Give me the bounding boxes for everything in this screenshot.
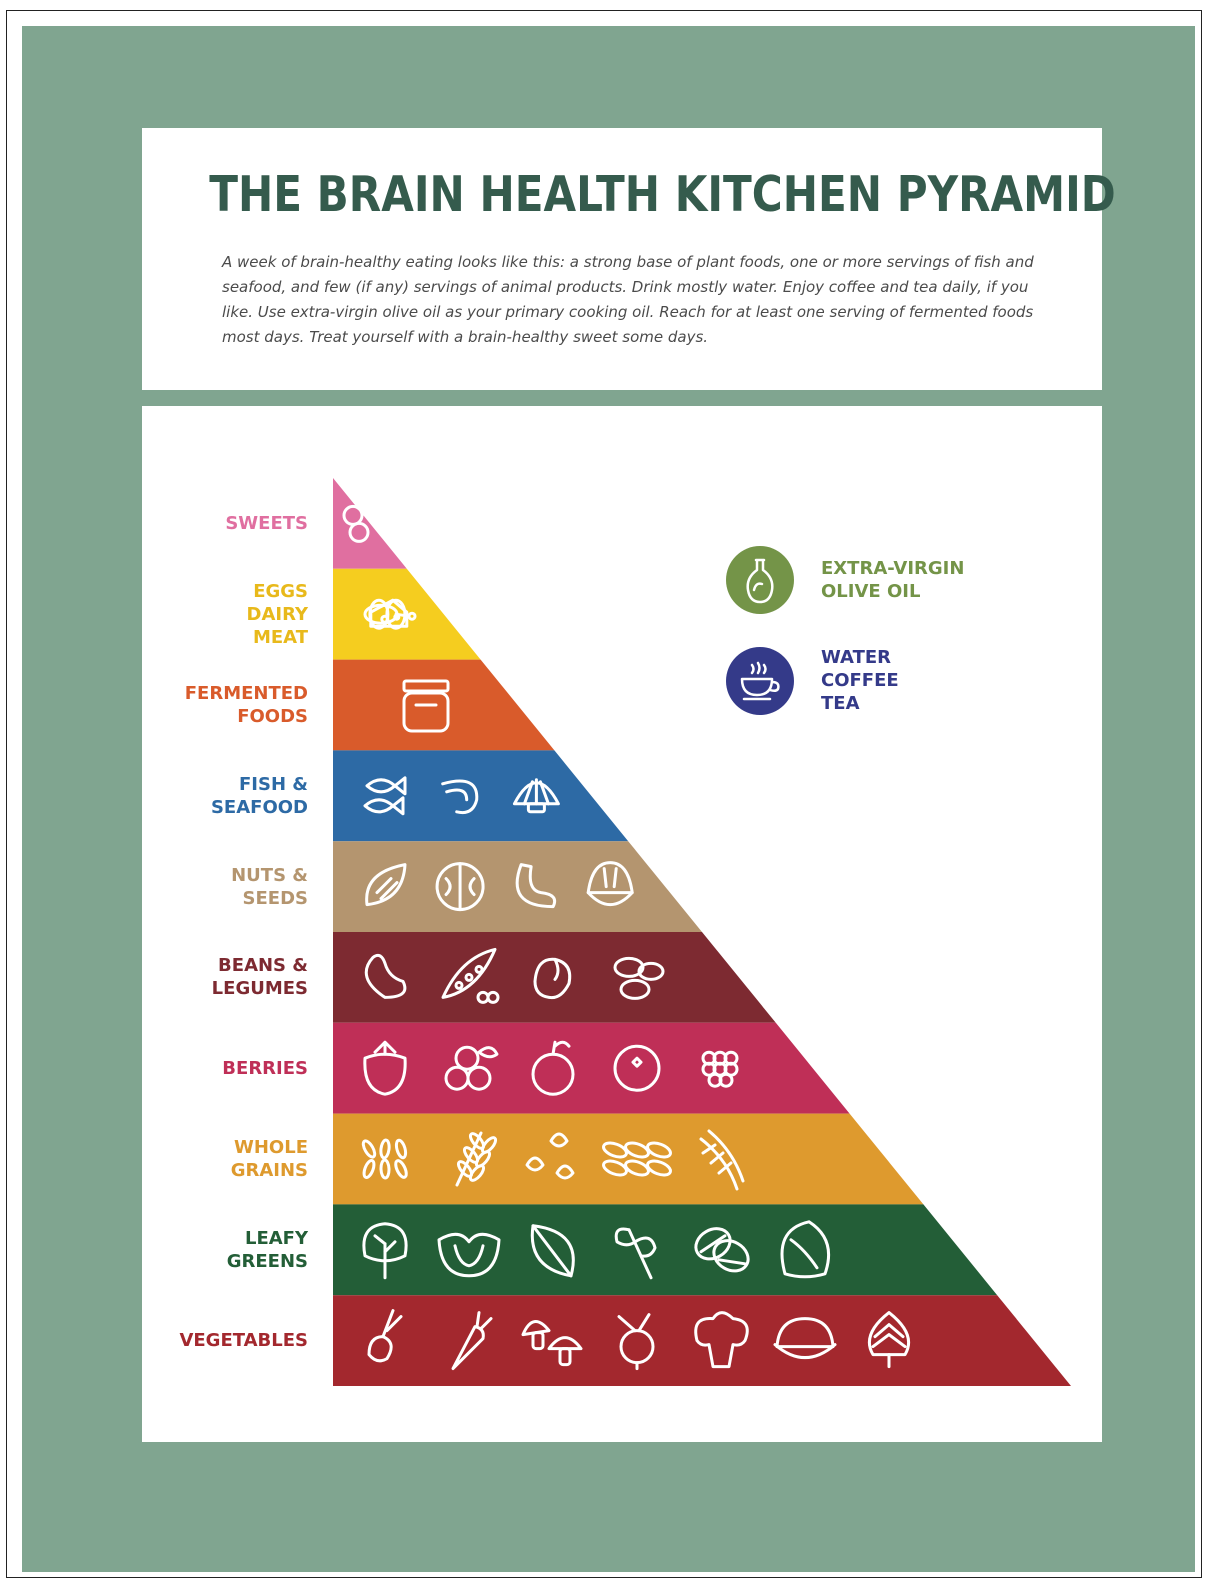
- carrot-icon: [451, 1311, 493, 1371]
- tier-label: SWEETS: [225, 512, 308, 534]
- tier-band: [333, 1113, 924, 1205]
- legend-label: EXTRA-VIRGIN OLIVE OIL: [821, 558, 965, 602]
- oats-icon: [602, 1141, 672, 1177]
- rice-icon: [361, 1138, 408, 1180]
- tier-label: BEANS & LEGUMES: [211, 955, 308, 1000]
- tier-label: LEAFY GREENS: [226, 1227, 308, 1272]
- mushrooms-icon: [521, 1320, 583, 1367]
- wheat-sprig-icon: [455, 1131, 498, 1187]
- shell-icon: [512, 778, 560, 814]
- raspberry-icon: [701, 1050, 739, 1088]
- tier-whole-grains: [333, 1113, 924, 1205]
- wheat-ears-icon: [699, 1129, 745, 1191]
- tier-band: [333, 478, 407, 569]
- radish-icon: [367, 1309, 403, 1363]
- intro-text: A week of brain-healthy eating looks lik…: [222, 253, 1034, 346]
- tier-vegetables: [333, 1295, 1071, 1386]
- page-title: THE BRAIN HEALTH KITCHEN PYRAMID: [209, 166, 1116, 223]
- olive-oil-bottle-icon: [726, 546, 794, 614]
- tier-label: EGGS DAIRY MEAT: [246, 580, 308, 648]
- blueberry-icon: [613, 1044, 661, 1092]
- pyramid-panel: SWEETS EGGS DAIRY MEAT FERMENTED FOODS FISH…: [142, 406, 1102, 1442]
- cashew-icon: [515, 863, 557, 909]
- cookie-icon: [342, 504, 370, 543]
- tier-label: BERRIES: [222, 1057, 308, 1079]
- tier-band: [333, 659, 555, 751]
- tier-berries: [333, 1022, 850, 1114]
- tier-band: [333, 1295, 1071, 1386]
- kidney-bean-icon: [364, 953, 407, 999]
- broccoli-icon: [694, 1311, 749, 1369]
- tier-band: [333, 1204, 998, 1296]
- tier-label: VEGETABLES: [179, 1330, 308, 1352]
- cherry-icon: [531, 1040, 575, 1096]
- hazelnut-icon: [586, 861, 634, 907]
- cranberries-icon: [444, 1045, 499, 1091]
- almond-icon: [365, 863, 407, 907]
- tier-band: [333, 1022, 850, 1114]
- tier-beans-legumes: [333, 932, 776, 1023]
- corn-kernels-icon: [525, 1132, 575, 1180]
- beet-icon: [617, 1313, 655, 1371]
- legend-item: WATER COFFEE TEA: [726, 646, 899, 715]
- artichoke-icon: [868, 1311, 910, 1369]
- arugula-icon: [614, 1227, 657, 1280]
- header-panel: THE BRAIN HEALTH KITCHEN PYRAMID A week …: [142, 128, 1116, 390]
- tier-eggs-dairy-meat: [333, 568, 481, 660]
- leaf-icon: [530, 1224, 575, 1278]
- tier-label: FERMENTED FOODS: [184, 683, 308, 727]
- pinto-beans-icon: [613, 956, 665, 1000]
- tier-fermented-foods: [333, 659, 555, 751]
- jar-icon: [402, 679, 450, 733]
- tier-band: [333, 750, 629, 842]
- legend-item: EXTRA-VIRGIN OLIVE OIL: [726, 546, 964, 614]
- tier-label: FISH & SEAFOOD: [210, 773, 308, 818]
- tier-label: WHOLE GRAINS: [230, 1137, 308, 1181]
- strawberry-icon: [363, 1040, 407, 1096]
- legend-label: WATER COFFEE TEA: [821, 647, 899, 714]
- pea-pod-icon: [441, 947, 500, 1004]
- chickpea-icon: [533, 957, 572, 1000]
- tier-nuts-seeds: [333, 841, 702, 932]
- tier-leafy-greens: [333, 1204, 998, 1296]
- tier-sweets: [333, 478, 407, 569]
- tier-label: NUTS & SEEDS: [231, 864, 308, 909]
- cauliflower-icon: [773, 1317, 837, 1359]
- shrimp-icon: [441, 779, 479, 815]
- tier-band: [333, 932, 776, 1023]
- spinach-icon: [694, 1227, 750, 1273]
- walnut-icon: [435, 862, 485, 912]
- fish-icon: [363, 776, 407, 816]
- chard-icon: [780, 1220, 831, 1279]
- cheese-icon: [369, 598, 409, 628]
- cabbage-icon: [437, 1232, 501, 1278]
- tier-fish-seafood: [333, 750, 629, 842]
- food-pyramid: [333, 478, 1071, 1386]
- teacup-icon: [726, 646, 794, 715]
- kale-icon: [362, 1222, 408, 1280]
